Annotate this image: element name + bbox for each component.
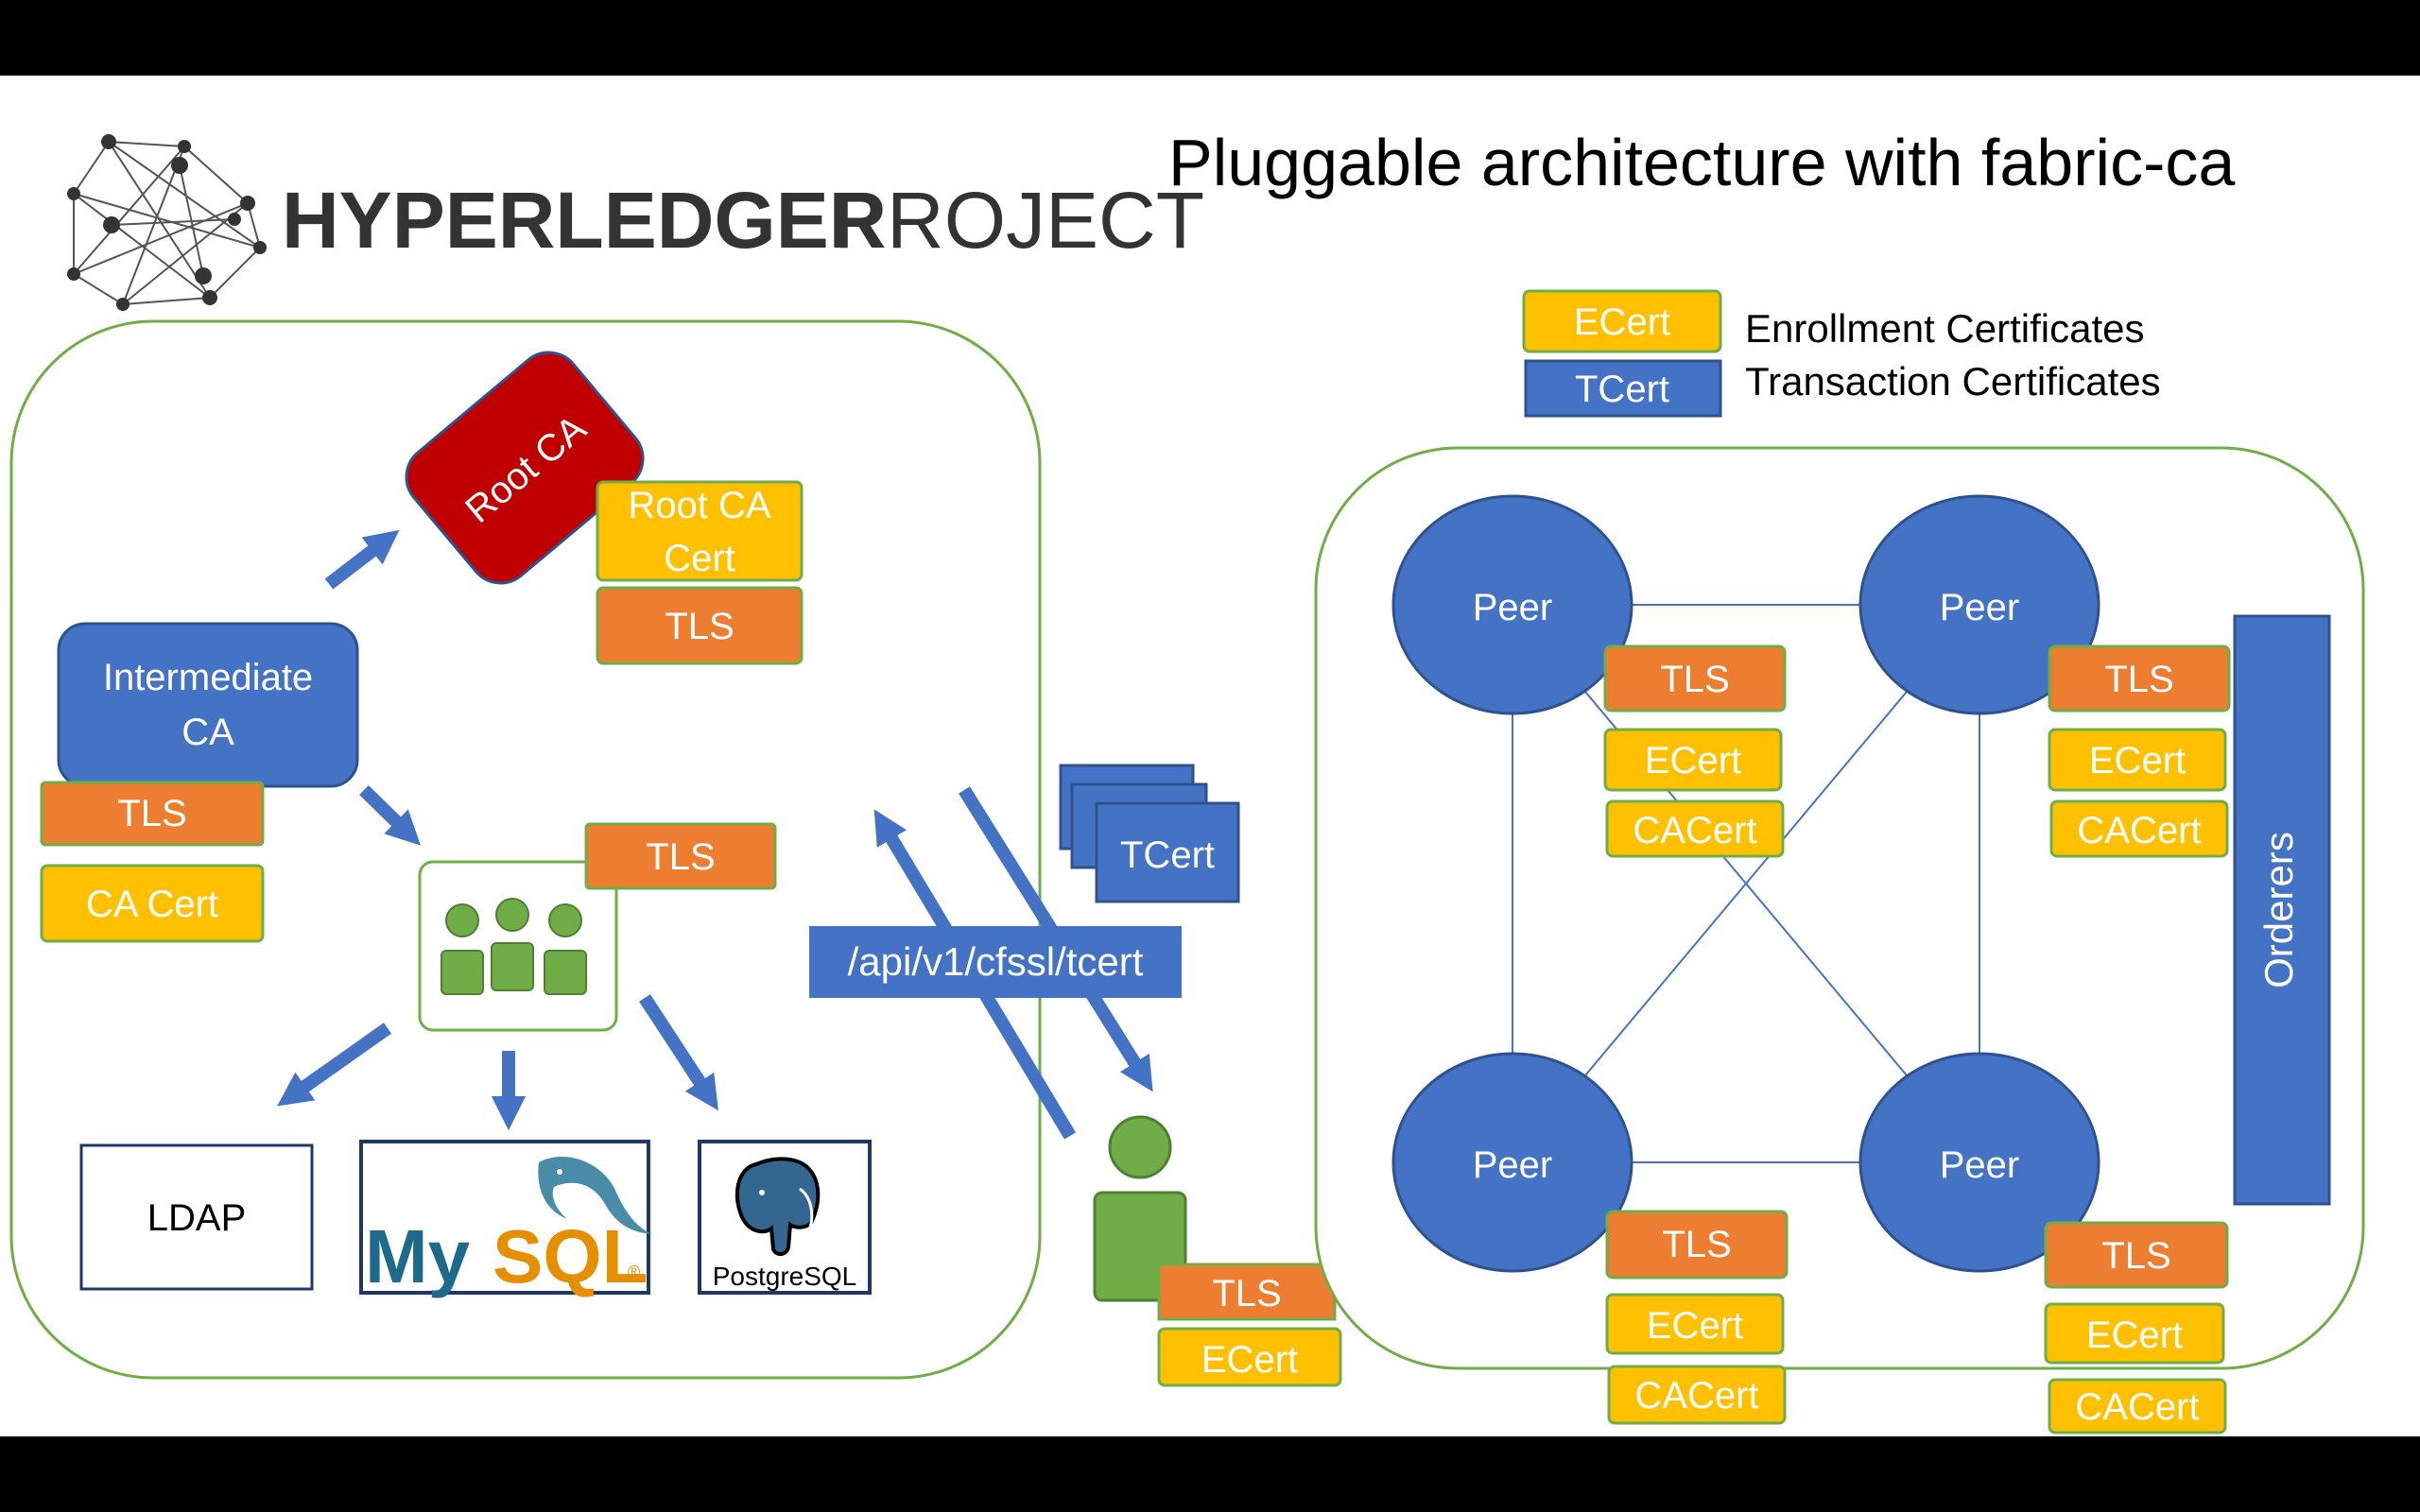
peer-top-right-tls-box: [2048, 644, 2231, 713]
arrow-server-to-ldap: [277, 1022, 392, 1107]
intermediate-ca-line1: Intermediate: [103, 657, 313, 698]
brand-light: PROJECT: [834, 176, 1204, 265]
peer-top-right-ecert: ECert: [2089, 740, 2186, 782]
peer-top-right-cacert: CACert: [2077, 810, 2201, 851]
legend-tcert-swatch: [1524, 359, 1722, 418]
peer-bottom-right-ecert: ECert: [2086, 1314, 2183, 1356]
peer-top-left-ecert: ECert: [1645, 740, 1741, 782]
dolphin-icon: [538, 1157, 652, 1234]
legend-ecert-box: ECert: [1574, 301, 1670, 343]
slide-title: Pluggable architecture with fabric-ca: [1168, 126, 2235, 199]
intermediate-ca-line2: CA: [182, 712, 234, 753]
intermediate-ca-node: [57, 622, 359, 788]
ldap-label: LDAP: [147, 1197, 247, 1239]
peer-top-left-tls-box: [1603, 644, 1787, 713]
peer-top-right-label: Peer: [1940, 587, 2020, 628]
mysql-box: [359, 1140, 650, 1295]
mysql-mark: ®: [628, 1263, 640, 1281]
peer-top-left-cacert-box: [1605, 799, 1785, 858]
intermediate-tls-box: [40, 781, 265, 847]
intermediate-tls-label: TLS: [117, 793, 186, 834]
root-ca-cert-line2: Cert: [664, 538, 735, 579]
server-tls-box: [584, 822, 777, 890]
peer-top-right-cacert-box: [2049, 799, 2229, 858]
peer-bottom-left-cacert-box: [1607, 1365, 1787, 1425]
client-tls-label: TLS: [1212, 1273, 1281, 1314]
legend-tcert-text: Transaction Certificates: [1745, 359, 2161, 404]
peer-top-left-cacert: CACert: [1633, 810, 1756, 851]
peer-bottom-left-tls-box: [1605, 1210, 1789, 1280]
brand-strong: HYPERLEDGER: [282, 176, 886, 265]
arrow-intermediate-to-server: [359, 784, 422, 846]
peer-bottom-left-ecert: ECert: [1647, 1305, 1743, 1347]
root-ca-tls-box: [596, 586, 804, 665]
peer-bottom-left-tls: TLS: [1662, 1224, 1731, 1265]
client-ecert-box: [1157, 1327, 1342, 1387]
peer-top-right: [1858, 494, 2100, 715]
peer-bottom-right-cacert-box: [2048, 1378, 2227, 1435]
peer-bottom-right-ecert-box: [2044, 1302, 2225, 1365]
arrow-server-to-postgres: [639, 994, 718, 1111]
peer-top-left-tls: TLS: [1660, 659, 1729, 700]
peer-bottom-right: [1858, 1052, 2100, 1273]
client-ecert-label: ECert: [1201, 1339, 1298, 1381]
client-tls-box: [1157, 1263, 1337, 1321]
root-ca-cert-box: [596, 480, 804, 582]
peer-bottom-left: [1392, 1052, 1634, 1273]
orderers-box: [2233, 614, 2331, 1206]
legend-ecert-swatch: [1522, 289, 1722, 353]
users-icon: [441, 898, 587, 995]
peer-bottom-right-tls: TLS: [2101, 1235, 2170, 1277]
peer-top-left: [1392, 494, 1634, 715]
tcert-label: TCert: [1120, 834, 1215, 876]
peer-bottom-right-tls-box: [2044, 1221, 2229, 1289]
peer-bottom-right-label: Peer: [1940, 1144, 2020, 1186]
arrow-intermediate-to-root: [324, 529, 400, 590]
peer-top-left-label: Peer: [1473, 587, 1553, 628]
api-endpoint-box: [809, 926, 1182, 998]
hyperledger-logo: [67, 134, 267, 311]
mysql-my: My: [365, 1214, 471, 1298]
root-ca-tls-label: TLS: [665, 606, 734, 647]
api-endpoint-label: /api/v1/cfssl/tcert: [848, 939, 1144, 984]
root-ca-cert-line1: Root CA: [628, 485, 770, 526]
peer-top-left-ecert-box: [1603, 728, 1783, 792]
intermediate-cert-box: [40, 864, 265, 943]
tcert-stack-front: [1095, 801, 1240, 903]
orderers-label: Orderers: [2256, 832, 2301, 988]
server-tls-label: TLS: [646, 836, 715, 878]
root-ca-node: Root CA: [405, 351, 645, 585]
legend-tcert-box: TCert: [1575, 369, 1669, 410]
ca-container: [9, 319, 1042, 1380]
peer-bottom-left-label: Peer: [1473, 1144, 1553, 1186]
legend-ecert-text: Enrollment Certificates: [1745, 306, 2144, 351]
ldap-box: [79, 1143, 314, 1291]
peer-bottom-right-cacert: CACert: [2075, 1386, 2199, 1428]
peer-top-right-tls: TLS: [2104, 659, 2173, 700]
peer-bottom-left-cacert: CACert: [1634, 1375, 1758, 1417]
peer-bottom-left-ecert-box: [1605, 1293, 1785, 1355]
intermediate-cert-label: CA Cert: [86, 884, 218, 925]
elephant-icon: [735, 1157, 821, 1256]
postgres-label: PostgreSQL: [713, 1262, 857, 1291]
mysql-sql: SQL: [493, 1214, 648, 1298]
peer-top-right-ecert-box: [2048, 728, 2227, 792]
